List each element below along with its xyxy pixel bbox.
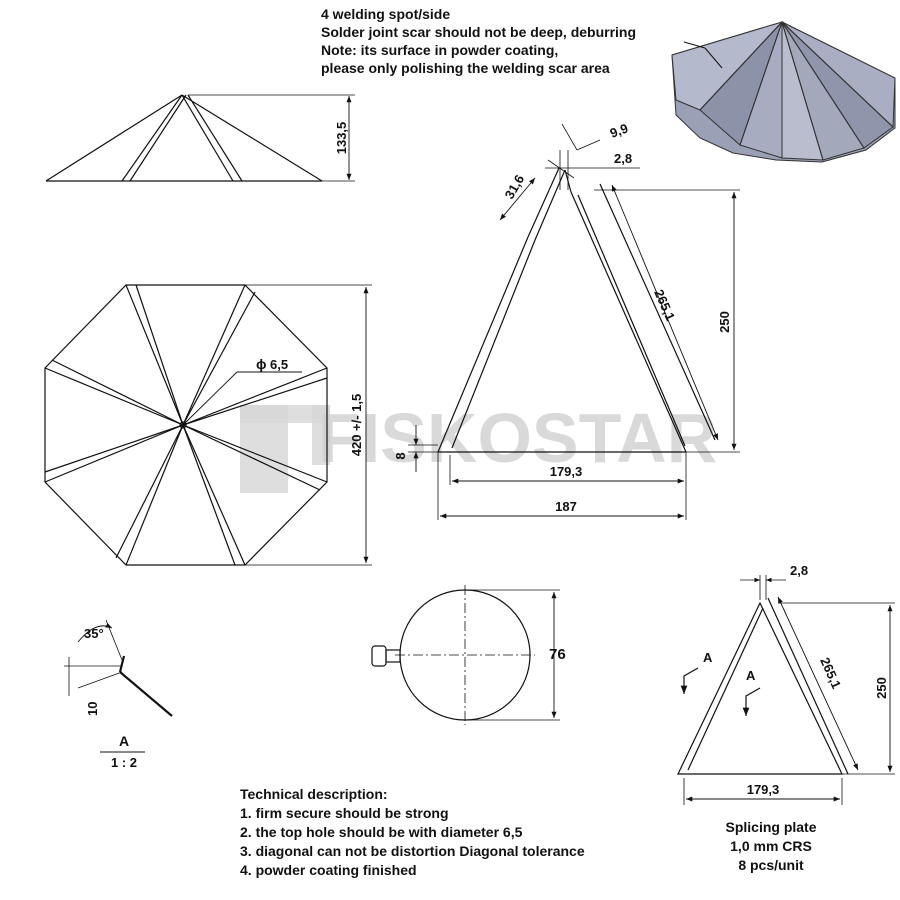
cap-diameter-label: 76	[549, 646, 566, 663]
watermark-text: FISKOSTAR	[318, 399, 717, 477]
panel-base-outer-label: 187	[555, 499, 577, 514]
splice-height-label: 250	[874, 677, 889, 699]
side-view	[45, 94, 355, 182]
splice-gap-label: 2,8	[790, 563, 808, 578]
top-width-label: 420 +/- 1,5	[349, 394, 364, 457]
splice-caption-line: Splicing plate	[725, 819, 817, 835]
technical-description: Technical description: 1. firm secure sh…	[240, 785, 585, 880]
technical-item: 1. firm secure should be strong	[240, 805, 449, 821]
iso-render	[671, 20, 896, 163]
technical-item: 2. the top hole should be with diameter …	[240, 824, 523, 840]
welding-notes: 4 welding spot/side Solder joint scar sh…	[321, 5, 636, 77]
technical-title: Technical description:	[240, 786, 388, 802]
splice-plate	[677, 575, 895, 805]
technical-item: 3. diagonal can not be distortion Diagon…	[240, 843, 585, 859]
technical-item: 4. powder coating finished	[240, 862, 417, 878]
splice-caption-line: 8 pcs/unit	[738, 857, 804, 873]
panel-gap-label: 2,8	[614, 151, 632, 166]
note-line: Note: its surface in powder coating,	[321, 42, 559, 58]
panel-base-inner-label: 179,3	[550, 464, 583, 479]
section-length-label: 10	[85, 702, 100, 716]
section-detail-a	[64, 619, 173, 753]
top-view	[44, 284, 372, 566]
panel-top-width-label: 9,9	[608, 121, 630, 141]
panel-edge-length-label: 265,1	[651, 287, 678, 323]
note-line: please only polishing the welding scar a…	[321, 60, 610, 76]
note-line: Solder joint scar should not be deep, de…	[321, 24, 637, 40]
note-line: 4 welding spot/side	[321, 6, 451, 22]
panel-height-label: 250	[717, 311, 732, 333]
section-mark-right: A	[746, 668, 756, 683]
splice-base-label: 179,3	[747, 782, 780, 797]
section-mark-left: A	[703, 650, 713, 665]
section-scale: 1 : 2	[111, 755, 137, 770]
side-height-label: 133,5	[334, 122, 349, 155]
section-angle-label: 35°	[84, 626, 104, 641]
panel-flange-label: 31,6	[502, 172, 528, 201]
section-label: A	[119, 733, 129, 749]
round-cap	[371, 585, 560, 725]
panel-flat-pattern	[408, 123, 740, 520]
panel-base-offset-label: 8	[393, 452, 408, 459]
watermark-logo: FISKOSTAR	[240, 399, 717, 493]
splice-caption-line: 1,0 mm CRS	[730, 838, 812, 854]
splice-edge-length-label: 265,1	[817, 655, 844, 691]
hole-diameter-symbol: ϕ	[256, 356, 267, 372]
splice-caption: Splicing plate 1,0 mm CRS 8 pcs/unit	[700, 818, 842, 875]
hole-diameter-label: 6,5	[270, 357, 288, 372]
